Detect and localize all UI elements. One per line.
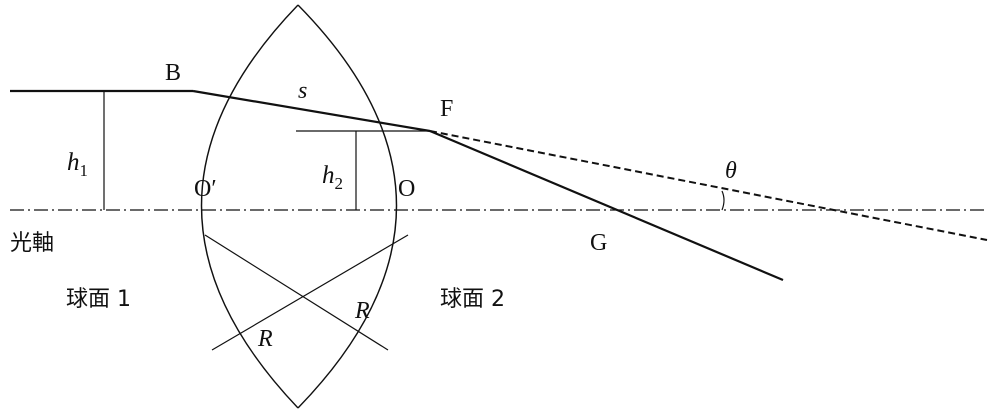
label-optical-axis: 光軸: [10, 231, 54, 256]
label-h1-main: h: [67, 149, 80, 176]
label-h1-sub: 1: [80, 161, 89, 180]
label-O-prime: O′: [194, 176, 217, 202]
label-sphere-2: 球面 2: [440, 287, 505, 312]
label-h2-main: h: [322, 162, 335, 189]
label-F: F: [440, 96, 453, 122]
label-G: G: [590, 230, 607, 256]
refracted-ray: [429, 129, 784, 282]
label-R-right: R: [354, 298, 370, 324]
ray-extension-dashed: [429, 130, 988, 241]
label-R-left: R: [257, 326, 273, 352]
label-sphere-1: 球面 1: [66, 287, 131, 312]
radius-line-right: [211, 234, 409, 351]
label-theta: θ: [725, 158, 737, 184]
label-h2-sub: 2: [335, 174, 344, 193]
label-s: s: [298, 78, 307, 104]
radius-line-left: [204, 234, 389, 351]
label-h1: h1: [67, 149, 88, 180]
sphere-1-arc: [200, 4, 299, 409]
ray-inside-lens: [192, 89, 431, 133]
label-h2: h2: [322, 162, 343, 193]
label-O: O: [398, 176, 415, 202]
theta-arc: [721, 190, 725, 211]
sphere-2-arc: [297, 4, 398, 409]
label-B: B: [165, 60, 181, 86]
